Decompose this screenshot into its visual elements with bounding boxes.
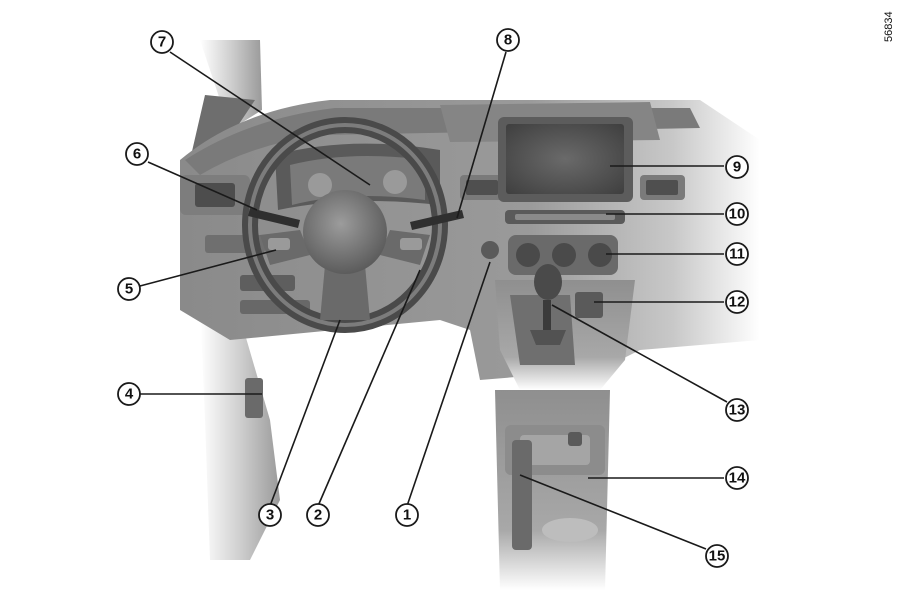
callout-4: 4 [117,382,141,406]
leader-8 [456,51,507,219]
svg-text:8: 8 [504,32,512,49]
steering-stalks [248,208,464,230]
callout-5: 5 [117,277,141,301]
leader-2 [317,269,421,507]
svg-text:6: 6 [133,146,141,163]
door-panel [200,300,280,560]
callout-9: 9 [725,155,749,179]
climate-controls [481,235,618,275]
svg-text:13: 13 [729,402,746,419]
callout-1: 1 [395,503,419,527]
leader-lines [139,51,728,550]
svg-text:7: 7 [158,34,166,51]
callout-13: 13 [725,398,749,422]
svg-text:1: 1 [403,507,411,524]
callout-2: 2 [306,503,330,527]
steering-wheel [242,117,448,333]
svg-text:11: 11 [729,246,745,263]
svg-text:10: 10 [729,206,746,223]
svg-text:5: 5 [125,281,133,298]
callout-14: 14 [725,466,749,490]
callout-10: 10 [725,202,749,226]
reference-code: 56834 [883,11,895,42]
gear-lever [530,264,566,345]
leader-5 [139,249,277,287]
svg-text:2: 2 [314,507,322,524]
svg-text:14: 14 [729,470,746,487]
svg-text:15: 15 [709,548,726,565]
callout-8: 8 [496,28,520,52]
callout-6: 6 [125,142,149,166]
leader-7 [169,51,371,186]
callout-11: 11 [725,242,749,266]
callout-7: 7 [150,30,174,54]
leader-3 [269,319,341,507]
center-console [495,280,635,590]
svg-text:4: 4 [125,386,134,403]
multimedia-screen [498,117,633,202]
callout-12: 12 [725,290,749,314]
callout-15: 15 [705,544,729,568]
leader-1 [406,261,491,507]
svg-text:3: 3 [266,507,274,524]
leader-13 [551,304,728,403]
leader-15 [519,474,707,550]
svg-text:12: 12 [729,294,746,311]
callout-3: 3 [258,503,282,527]
leader-6 [147,161,258,211]
svg-text:9: 9 [733,159,741,176]
control-strip [505,210,625,224]
